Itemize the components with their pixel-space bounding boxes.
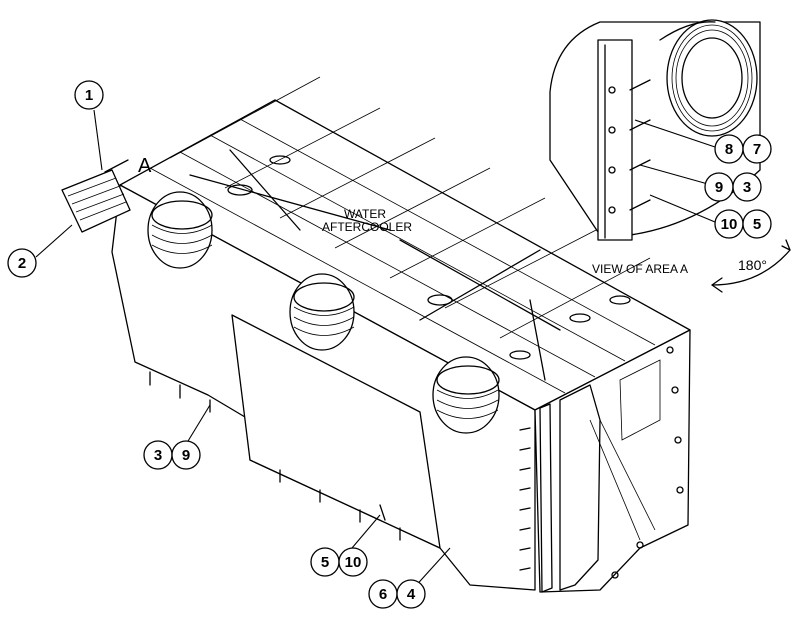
- svg-text:3: 3: [743, 179, 751, 196]
- svg-text:5: 5: [753, 216, 761, 233]
- hose-coil-3: [432, 356, 500, 434]
- svg-text:10: 10: [721, 216, 738, 233]
- rotation-arrow: [711, 239, 791, 293]
- bolt-row: [519, 346, 684, 579]
- callout-5-10: 5 10: [310, 547, 368, 577]
- area-a-label: A: [138, 155, 152, 177]
- rotation-label: 180°: [738, 257, 767, 273]
- callout-8-7: 8 7: [714, 134, 772, 164]
- area-a-clamp: [61, 159, 131, 233]
- svg-text:8: 8: [725, 141, 733, 158]
- top-grid: [149, 76, 656, 394]
- callout-2: 2: [7, 248, 37, 278]
- inset-view: [549, 19, 761, 241]
- svg-text:4: 4: [407, 586, 416, 603]
- svg-text:10: 10: [345, 554, 362, 571]
- svg-text:9: 9: [715, 179, 723, 196]
- hose-coil-2: [289, 273, 355, 351]
- svg-text:5: 5: [321, 554, 329, 571]
- bottom-studs: [149, 371, 401, 541]
- svg-text:1: 1: [85, 87, 93, 104]
- callout-1: 1: [74, 80, 104, 110]
- svg-text:3: 3: [154, 447, 162, 464]
- svg-text:6: 6: [379, 586, 387, 603]
- callout-6-4: 6 4: [368, 579, 426, 609]
- callout-10-5: 10 5: [714, 209, 772, 239]
- callout-9-3: 9 3: [704, 172, 762, 202]
- view-of-area-a-label: VIEW OF AREA A: [592, 262, 688, 276]
- callout-3-9: 3 9: [143, 440, 201, 470]
- svg-text:9: 9: [182, 447, 190, 464]
- aftercooler-body: [111, 99, 691, 593]
- svg-text:2: 2: [18, 255, 26, 272]
- hose-coil-1: [147, 191, 213, 269]
- svg-text:7: 7: [753, 141, 761, 158]
- component-label-aftercooler: AFTERCOOLER: [322, 220, 412, 234]
- component-label-water: WATER: [344, 207, 386, 221]
